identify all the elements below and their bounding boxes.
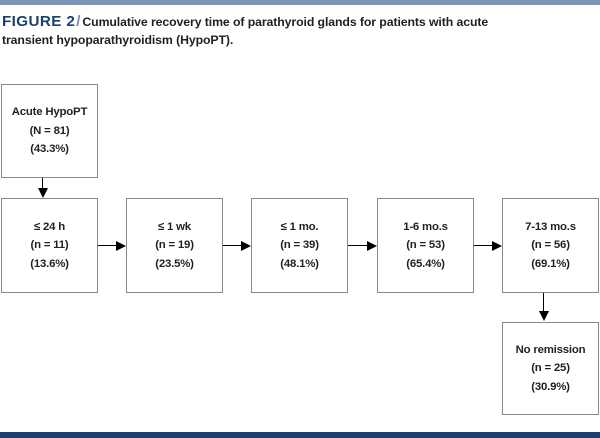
caption-line-2: transient hypoparathyroidism (HypoPT). (2, 33, 234, 48)
flow-node-count: (n = 53) (406, 239, 445, 252)
flow-node-1mo: ≤ 1 mo. (n = 39) (48.1%) (251, 198, 348, 293)
flow-node-percent: (23.5%) (155, 257, 194, 270)
flow-node-count: (n = 56) (531, 239, 570, 252)
flow-node-percent: (69.1%) (531, 257, 570, 270)
figure-caption: FIGURE 2/Cumulative recovery time of par… (2, 12, 594, 48)
flow-node-7to13mo: 7-13 mo.s (n = 56) (69.1%) (502, 198, 599, 293)
top-divider-rule (0, 0, 600, 5)
flow-node-count: (n = 39) (280, 239, 319, 252)
flow-node-label: Acute HypoPT (11, 106, 88, 119)
flow-node-label: 7-13 mo.s (525, 220, 576, 233)
connector-acute-to-24h-arrowhead (38, 188, 48, 198)
connector-1wk-to-1mo-arrowhead (241, 241, 251, 251)
connector-7to13mo-to-noremission-line (543, 293, 544, 312)
flow-node-percent: (48.1%) (280, 257, 319, 270)
flow-node-percent: (30.9%) (531, 380, 570, 393)
flow-node-label: No remission (515, 343, 586, 356)
flow-node-count: (n = 11) (30, 239, 69, 252)
flow-node-label: ≤ 1 mo. (280, 220, 319, 233)
bottom-divider-rule (0, 432, 600, 438)
flow-node-acute-hypopt: Acute HypoPT (N = 81) (43.3%) (1, 84, 98, 178)
connector-24h-to-1wk-arrowhead (116, 241, 126, 251)
flow-node-percent: (13.6%) (30, 257, 69, 270)
connector-1mo-to-1to6mo-line (348, 245, 368, 246)
flow-node-1wk: ≤ 1 wk (n = 19) (23.5%) (126, 198, 223, 293)
flow-node-label: 1-6 mo.s (403, 220, 448, 233)
flow-node-percent: (65.4%) (406, 257, 445, 270)
connector-1to6mo-to-7to13mo-arrowhead (492, 241, 502, 251)
figure-separator-slash: / (76, 13, 81, 30)
connector-1wk-to-1mo-line (223, 245, 242, 246)
connector-acute-to-24h-line (42, 178, 43, 190)
flow-node-1to6mo: 1-6 mo.s (n = 53) (65.4%) (377, 198, 474, 293)
caption-text-line-1: Cumulative recovery time of parathyroid … (82, 15, 489, 29)
figure-number-label: FIGURE 2 (2, 13, 76, 30)
connector-1mo-to-1to6mo-arrowhead (367, 241, 377, 251)
connector-24h-to-1wk-line (98, 245, 117, 246)
connector-1to6mo-to-7to13mo-line (474, 245, 493, 246)
flow-node-label: ≤ 1 wk (158, 220, 191, 233)
flow-node-count: (N = 81) (29, 124, 70, 137)
flow-node-24h: ≤ 24 h (n = 11) (13.6%) (1, 198, 98, 293)
caption-line-1: FIGURE 2/Cumulative recovery time of par… (2, 12, 594, 32)
flow-node-count: (n = 25) (531, 362, 570, 375)
flow-node-label: ≤ 24 h (33, 220, 65, 233)
connector-7to13mo-to-noremission-arrowhead (539, 311, 549, 321)
flow-node-percent: (43.3%) (30, 143, 69, 156)
flow-node-count: (n = 19) (155, 239, 194, 252)
flow-node-no-remission: No remission (n = 25) (30.9%) (502, 322, 599, 415)
